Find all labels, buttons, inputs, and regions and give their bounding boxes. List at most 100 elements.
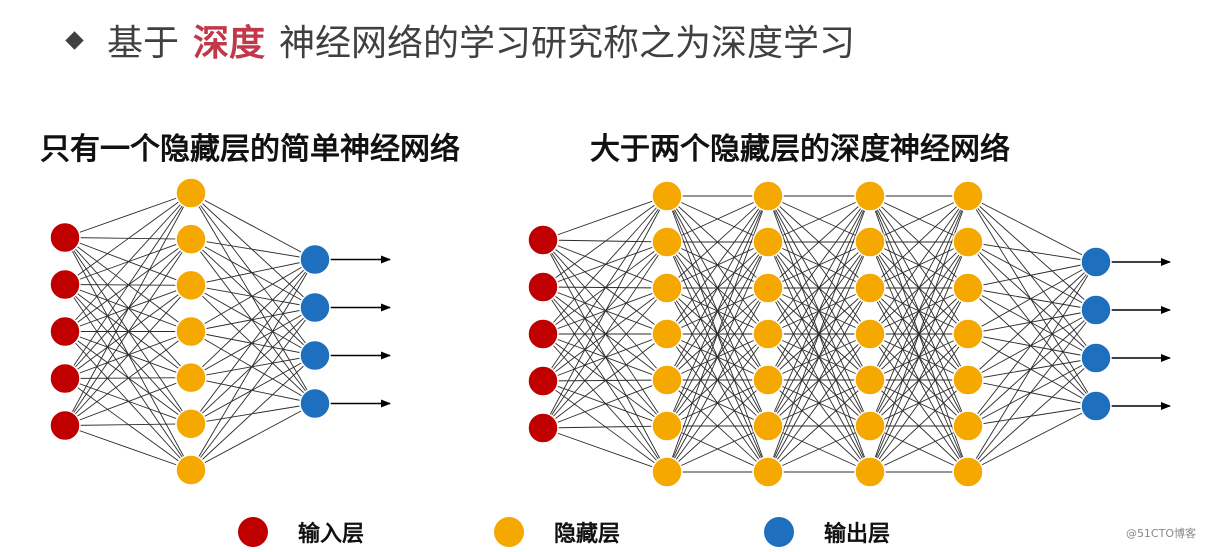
deep-connection bbox=[967, 309, 1097, 427]
deep-hidden-node bbox=[854, 318, 886, 350]
deep-connection bbox=[542, 286, 668, 381]
simple-connection bbox=[64, 192, 192, 379]
deep-connection bbox=[542, 427, 668, 473]
deep-connection bbox=[869, 195, 969, 473]
deep-connection bbox=[542, 286, 668, 427]
deep-connection bbox=[767, 379, 871, 473]
deep-input-node bbox=[527, 412, 559, 444]
simple-connection bbox=[190, 307, 316, 471]
simple-network-title: 只有一个隐藏层的简单神经网络 bbox=[40, 132, 460, 167]
deep-hidden-node bbox=[651, 410, 683, 442]
simple-connection bbox=[190, 238, 316, 308]
deep-hidden-node bbox=[752, 364, 784, 396]
deep-connection bbox=[666, 425, 769, 473]
simple-output-node bbox=[299, 291, 331, 324]
simple-input-node bbox=[49, 362, 81, 395]
deep-connection bbox=[869, 287, 969, 473]
deep-connection bbox=[542, 239, 668, 335]
deep-connection bbox=[967, 333, 1097, 407]
legend-input-label: 输入层 bbox=[298, 522, 365, 547]
legend-input: 输入层 bbox=[238, 512, 364, 552]
deep-connection bbox=[542, 241, 668, 429]
simple-connection bbox=[64, 285, 192, 426]
simple-connection bbox=[64, 423, 192, 426]
headline-suffix: 神经网络的学习研究称之为深度学习 bbox=[279, 23, 856, 64]
deep-connection bbox=[542, 239, 668, 289]
network-nodes bbox=[49, 177, 1112, 488]
deep-connection bbox=[767, 333, 871, 473]
simple-connection bbox=[64, 192, 192, 332]
simple-connection bbox=[190, 355, 316, 471]
deep-hidden-node bbox=[651, 180, 683, 212]
simple-connection bbox=[190, 259, 316, 471]
output-arrows bbox=[330, 255, 1171, 410]
deep-connection bbox=[542, 195, 668, 288]
simple-connection bbox=[190, 259, 316, 286]
deep-connection bbox=[666, 195, 769, 381]
deep-connection bbox=[967, 241, 1097, 311]
deep-hidden-node bbox=[752, 410, 784, 442]
simple-connection bbox=[190, 307, 316, 425]
deep-connection bbox=[542, 195, 668, 335]
deep-connection bbox=[542, 333, 668, 473]
deep-connection bbox=[967, 195, 1097, 311]
deep-hidden-node bbox=[651, 272, 683, 304]
simple-connection bbox=[190, 284, 316, 356]
deep-connection bbox=[967, 241, 1097, 359]
deep-connection bbox=[542, 195, 668, 429]
deep-connection bbox=[967, 357, 1097, 381]
deep-connection bbox=[967, 261, 1097, 381]
simple-connection bbox=[190, 331, 316, 404]
deep-hidden-node bbox=[651, 364, 683, 396]
deep-connection bbox=[542, 380, 668, 473]
deep-connection bbox=[967, 195, 1097, 263]
simple-connection bbox=[190, 259, 316, 378]
deep-connection bbox=[542, 195, 668, 382]
deep-connection bbox=[542, 379, 668, 429]
deep-connection bbox=[967, 405, 1097, 427]
simple-connection bbox=[190, 192, 316, 308]
deep-connection bbox=[967, 309, 1097, 381]
deep-output-node bbox=[1080, 342, 1112, 374]
simple-connection bbox=[64, 192, 192, 285]
deep-hidden-node bbox=[952, 410, 984, 442]
simple-connection bbox=[64, 238, 192, 426]
deep-connection bbox=[967, 405, 1097, 473]
legend-output-dot-icon bbox=[764, 517, 794, 547]
deep-output-node bbox=[1080, 390, 1112, 422]
deep-connection bbox=[542, 425, 668, 429]
simple-hidden-node bbox=[175, 454, 207, 486]
deep-hidden-node bbox=[854, 272, 886, 304]
simple-hidden-node bbox=[175, 361, 207, 394]
simple-connection bbox=[190, 238, 316, 260]
deep-connection bbox=[869, 195, 969, 381]
simple-input-node bbox=[49, 268, 81, 301]
headline-prefix: 基于 bbox=[107, 23, 180, 64]
simple-input-node bbox=[49, 221, 81, 254]
simple-connection bbox=[190, 192, 316, 404]
deep-hidden-node bbox=[854, 364, 886, 396]
simple-output-node bbox=[299, 243, 331, 276]
deep-connection bbox=[967, 261, 1097, 289]
simple-hidden-node bbox=[175, 223, 207, 255]
simple-connection bbox=[190, 307, 316, 332]
deep-input-node bbox=[527, 224, 559, 256]
deep-connection bbox=[869, 195, 969, 335]
headline-accent: 深度 bbox=[193, 23, 266, 64]
deep-connection bbox=[666, 333, 769, 473]
deep-connection bbox=[666, 195, 769, 427]
simple-hidden-node bbox=[175, 408, 207, 440]
simple-connection bbox=[64, 331, 192, 426]
deep-output-node bbox=[1080, 294, 1112, 326]
simple-connection bbox=[190, 192, 316, 260]
deep-connection bbox=[542, 333, 668, 381]
deep-connection bbox=[967, 357, 1097, 427]
simple-connection bbox=[190, 355, 316, 425]
headline: 基于 深度 神经网络的学习研究称之为深度学习 bbox=[62, 14, 855, 66]
deep-connection bbox=[542, 333, 668, 427]
deep-connection bbox=[666, 287, 769, 473]
simple-hidden-node bbox=[175, 177, 207, 209]
simple-connection bbox=[190, 307, 316, 379]
simple-connection bbox=[190, 238, 316, 356]
